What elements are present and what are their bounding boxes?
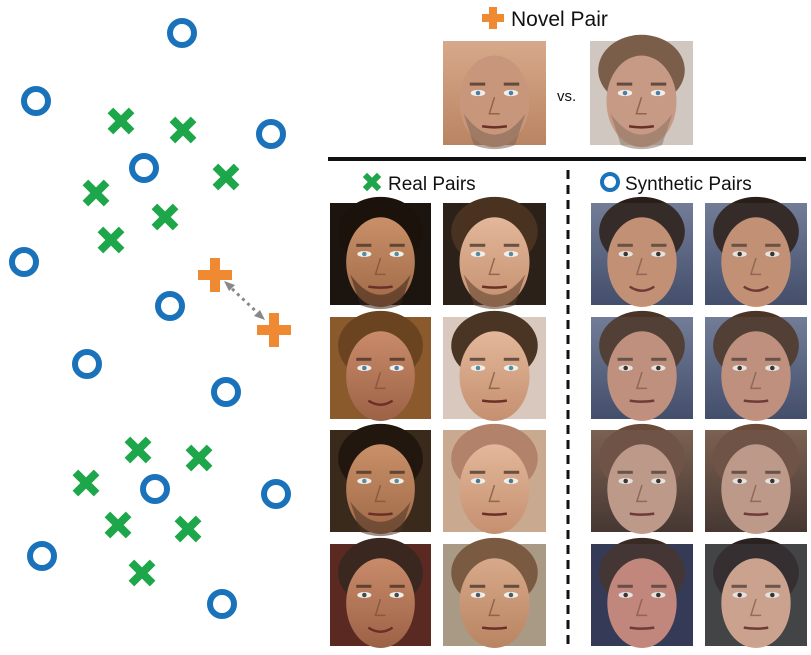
synthetic-face-2a [591, 310, 693, 422]
synthetic-pair-circle-icon [600, 172, 620, 192]
synthetic-pair-point-1 [167, 18, 197, 48]
synthetic-face-4a [591, 537, 693, 649]
real-pair-point-7 [124, 436, 152, 464]
synthetic-pairs-header: Synthetic Pairs [600, 172, 752, 195]
synthetic-pair-point-8 [211, 377, 241, 407]
real-pair-point-4 [82, 179, 110, 207]
real-face-4b [443, 537, 546, 649]
novel-pair-point-1 [198, 258, 232, 292]
synthetic-pair-point-7 [72, 349, 102, 379]
synthetic-pair-point-5 [9, 247, 39, 277]
real-face-1b [443, 196, 546, 310]
real-pair-point-9 [72, 469, 100, 497]
vs-label: vs. [557, 88, 576, 105]
synthetic-pair-point-9 [140, 474, 170, 504]
real-pair-point-3 [212, 163, 240, 191]
real-face-1a [330, 196, 431, 310]
novel-pair-header: Novel Pair [482, 7, 608, 31]
real-pair-point-12 [128, 559, 156, 587]
embedding-scatter-plot [9, 18, 291, 619]
synthetic-pair-point-3 [256, 119, 286, 149]
real-pairs-title: Real Pairs [388, 174, 476, 195]
real-pair-point-1 [107, 107, 135, 135]
real-pair-point-8 [185, 444, 213, 472]
face-photo-grid [330, 34, 807, 649]
synthetic-pair-point-10 [261, 479, 291, 509]
synthetic-pairs-title: Synthetic Pairs [625, 174, 752, 195]
synthetic-face-3b [705, 423, 807, 535]
synthetic-pair-point-2 [21, 86, 51, 116]
real-pair-point-10 [104, 511, 132, 539]
real-face-3b [443, 423, 546, 535]
novel-face-a [443, 41, 546, 150]
real-face-3a [330, 423, 431, 537]
synthetic-face-2b [705, 310, 807, 422]
real-face-2b [443, 310, 546, 422]
novel-face-b [590, 34, 693, 150]
synthetic-face-1b [705, 196, 807, 308]
novel-pair-distance-arrow [224, 281, 265, 320]
synthetic-face-4b [705, 537, 807, 649]
novel-pair-title: Novel Pair [511, 8, 608, 31]
synthetic-pair-point-6 [155, 291, 185, 321]
novel-pair-point-2 [257, 313, 291, 347]
real-pair-cross-icon [362, 172, 382, 192]
synthetic-pair-point-11 [27, 541, 57, 571]
real-pairs-header: Real Pairs [362, 172, 476, 195]
real-pair-point-11 [174, 515, 202, 543]
synthetic-pair-point-12 [207, 589, 237, 619]
real-pair-point-5 [151, 203, 179, 231]
real-pair-point-6 [97, 226, 125, 254]
synthetic-face-1a [591, 196, 693, 308]
real-pair-point-2 [169, 116, 197, 144]
novel-pair-plus-icon [482, 7, 504, 29]
synthetic-pair-point-4 [129, 153, 159, 183]
real-face-2a [330, 310, 431, 422]
synthetic-face-3a [591, 423, 693, 535]
real-face-4a [330, 537, 431, 649]
